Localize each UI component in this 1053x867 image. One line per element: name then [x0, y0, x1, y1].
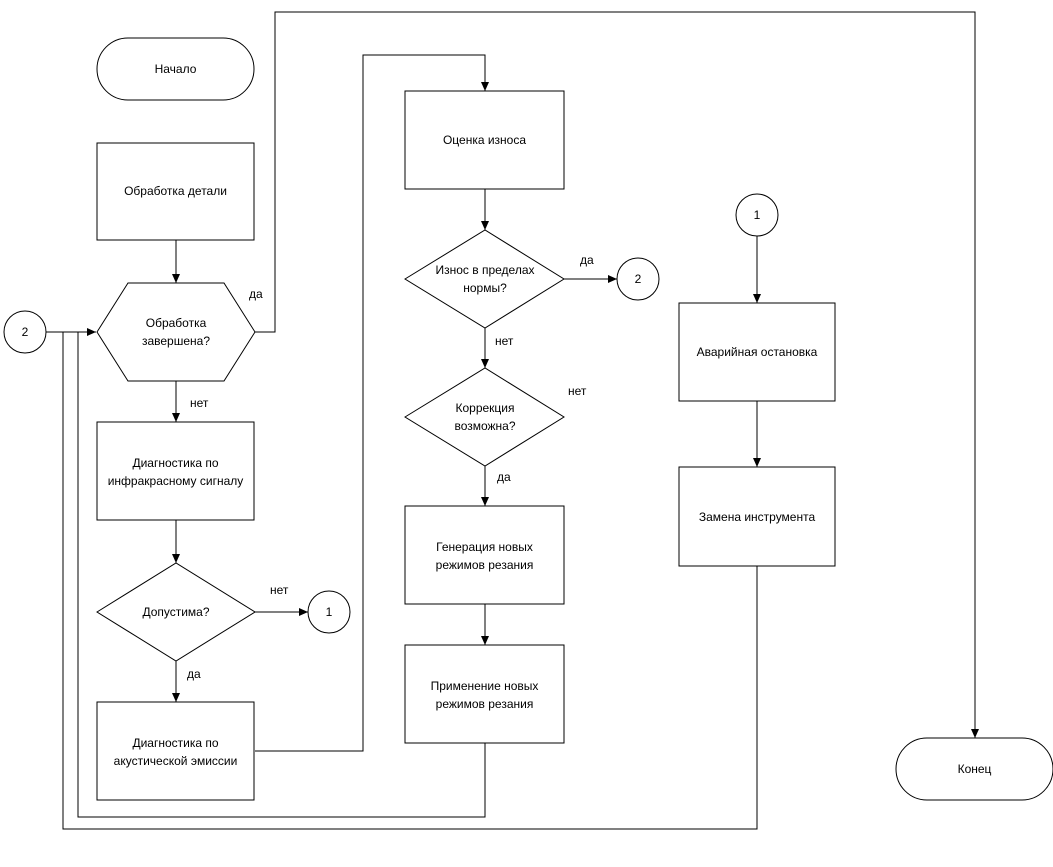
ae-diagnostics-line1: Диагностика по [132, 736, 218, 750]
label-no-acceptable: нет [270, 583, 289, 597]
edge-done-yes-to-end [255, 11, 979, 738]
connector-2-left [3, 310, 47, 354]
processing-label: Обработка детали [124, 184, 227, 198]
acceptable-label: Допустима? [142, 605, 209, 619]
ae-diagnostics-block [96, 701, 255, 801]
processing-done-line1: Обработка [146, 316, 207, 330]
connector-1-right [735, 193, 779, 237]
generate-modes-line1: Генерация новых [436, 540, 533, 554]
connector-2-right [616, 257, 660, 301]
correction-possible-line2: возможна? [454, 419, 515, 433]
edge-ae-to-wear [255, 54, 489, 752]
label-yes-wear: да [580, 253, 594, 267]
ir-diagnostics-line2: инфракрасному сигналу [108, 474, 244, 488]
label-no-correction: нет [568, 384, 587, 398]
label-no-wear: нет [495, 334, 514, 348]
acceptable-decision [96, 562, 256, 662]
connector-1-left [307, 590, 351, 634]
label-yes-correction: да [497, 470, 511, 484]
apply-modes-line2: режимов резания [436, 697, 534, 711]
label-no-done: нет [190, 396, 209, 410]
generate-modes-line2: режимов резания [436, 558, 534, 572]
ae-diagnostics-line2: акустической эмиссии [114, 754, 238, 768]
end-label: Конец [958, 762, 992, 776]
connector-1-left-label: 1 [326, 605, 333, 619]
start-terminator [96, 37, 255, 101]
edge-replace-loopback [62, 332, 758, 830]
wear-in-norm-decision [404, 229, 565, 329]
generate-modes-block [404, 505, 565, 605]
wear-in-norm-line1: Износ в пределах [435, 263, 534, 277]
wear-estimate-block [404, 90, 565, 190]
connector-2-right-label: 2 [635, 272, 642, 286]
connector-1-right-label: 1 [754, 208, 761, 222]
end-terminator [895, 737, 1053, 801]
start-label: Начало [155, 62, 197, 76]
connector-2-left-label: 2 [22, 325, 29, 339]
processing-done-line2: завершена? [142, 334, 210, 348]
apply-modes-block [404, 644, 565, 744]
wear-estimate-label: Оценка износа [443, 133, 526, 147]
correction-possible-decision [404, 367, 565, 467]
edge-apply-loopback [77, 332, 486, 818]
label-yes-done: да [249, 287, 263, 301]
processing-done-decision [96, 282, 256, 382]
correction-possible-line1: Коррекция [455, 401, 514, 415]
emergency-stop-label: Аварийная остановка [697, 345, 818, 359]
wear-in-norm-line2: нормы? [463, 281, 507, 295]
tool-replace-block [678, 466, 836, 567]
apply-modes-line1: Применение новых [431, 679, 539, 693]
processing-block [96, 142, 255, 241]
emergency-stop-block [678, 302, 836, 402]
ir-diagnostics-block [96, 421, 255, 521]
label-yes-acceptable: да [187, 667, 201, 681]
tool-replace-label: Замена инструмента [699, 510, 816, 524]
ir-diagnostics-line1: Диагностика по [132, 456, 218, 470]
